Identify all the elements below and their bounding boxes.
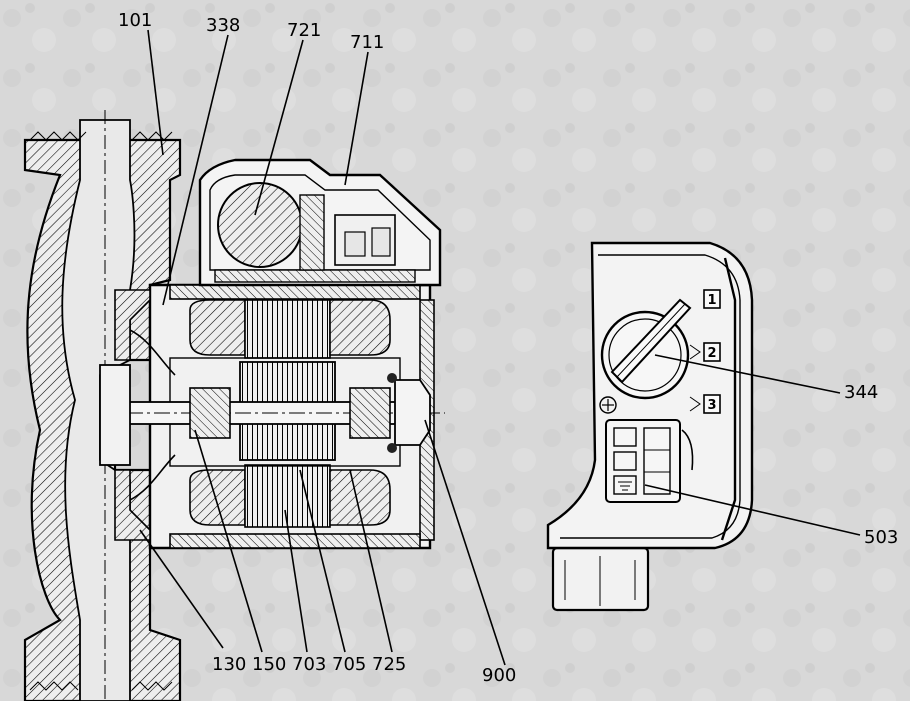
- winding-top-left: [189, 299, 246, 356]
- control-box-lid: [209, 174, 431, 271]
- terminal-PE: [613, 475, 637, 495]
- o-ring-top: [387, 373, 397, 383]
- winding-top-right: [329, 299, 391, 356]
- stator-core-bottom: [244, 464, 331, 528]
- winding-bottom-right: [329, 469, 391, 526]
- leader-130: [139, 529, 224, 649]
- leader-721: [254, 39, 304, 216]
- callout-130: 130: [212, 654, 246, 675]
- impeller-hub: [99, 364, 131, 466]
- speed-marker-2: 2: [703, 342, 721, 362]
- bottom-thread: [29, 681, 173, 691]
- flow-channel: [61, 119, 136, 701]
- callout-344: 344: [844, 382, 878, 403]
- leader-705: [299, 469, 346, 653]
- earth-terminal-icon: [618, 481, 632, 491]
- relay: [371, 227, 391, 257]
- speed-selector-ring: [608, 318, 682, 392]
- callout-721: 721: [287, 20, 321, 41]
- impeller-vanes: [129, 329, 176, 501]
- callout-725: 725: [372, 654, 406, 675]
- leader-503: [644, 484, 861, 536]
- callout-703: 703: [292, 654, 326, 675]
- leader-lines: [139, 29, 861, 666]
- callout-150: 150: [252, 654, 286, 675]
- terminal-L: [613, 427, 637, 447]
- leader-150: [194, 429, 263, 653]
- leader-725: [349, 469, 393, 653]
- knob-groove: [616, 303, 686, 378]
- housing-top-wall: [169, 284, 421, 300]
- callout-338: 338: [206, 15, 240, 36]
- callout-900: 900: [482, 665, 516, 686]
- callout-101: 101: [118, 10, 152, 31]
- control-panel-view: 1 2 3: [546, 241, 754, 612]
- speed-mark-1-label: 1: [707, 293, 716, 308]
- callout-711: 711: [350, 32, 384, 53]
- speed-mark-2-label: 2: [707, 346, 716, 361]
- bearing-left: [189, 387, 231, 439]
- impeller-shroud-bottom: [114, 469, 151, 541]
- callout-503: 503: [864, 527, 898, 548]
- speed-mark-3-label: 3: [707, 398, 716, 413]
- panel-bezel: [720, 257, 737, 541]
- pcb-board: [214, 269, 416, 283]
- leader-711: [344, 51, 369, 186]
- leader-101: [147, 29, 164, 156]
- impeller-shroud: [114, 289, 151, 361]
- winding-bottom-left: [189, 469, 246, 526]
- terminal-clamp: [643, 427, 671, 495]
- terminal-block: [344, 231, 366, 257]
- end-cap: [394, 379, 431, 446]
- terminal-N: [613, 451, 637, 471]
- stator: [189, 299, 391, 528]
- terminal-connector: [605, 419, 681, 503]
- top-thread: [29, 131, 173, 141]
- leader-344: [654, 354, 841, 394]
- leader-338: [162, 34, 229, 306]
- bearing-right: [349, 387, 391, 439]
- impeller: [99, 289, 176, 541]
- component-post: [299, 194, 325, 271]
- leader-703: [284, 509, 308, 653]
- connector-latch: [681, 429, 694, 471]
- ground-symbol-icon: [599, 396, 617, 414]
- callout-labels: 101 338 721 711 344 503 900 130 150 703 …: [118, 10, 898, 686]
- leader-900: [424, 419, 506, 666]
- callout-705: 705: [332, 654, 366, 675]
- speed-indicator-arrows: [689, 344, 701, 412]
- o-ring-bottom: [387, 443, 397, 453]
- speed-marker-1: 1: [703, 289, 721, 309]
- stator-core-top: [244, 299, 331, 359]
- speed-marker-3: 3: [703, 394, 721, 414]
- shaft: [100, 373, 445, 453]
- housing-bottom-wall: [169, 533, 421, 549]
- control-box: [198, 158, 442, 287]
